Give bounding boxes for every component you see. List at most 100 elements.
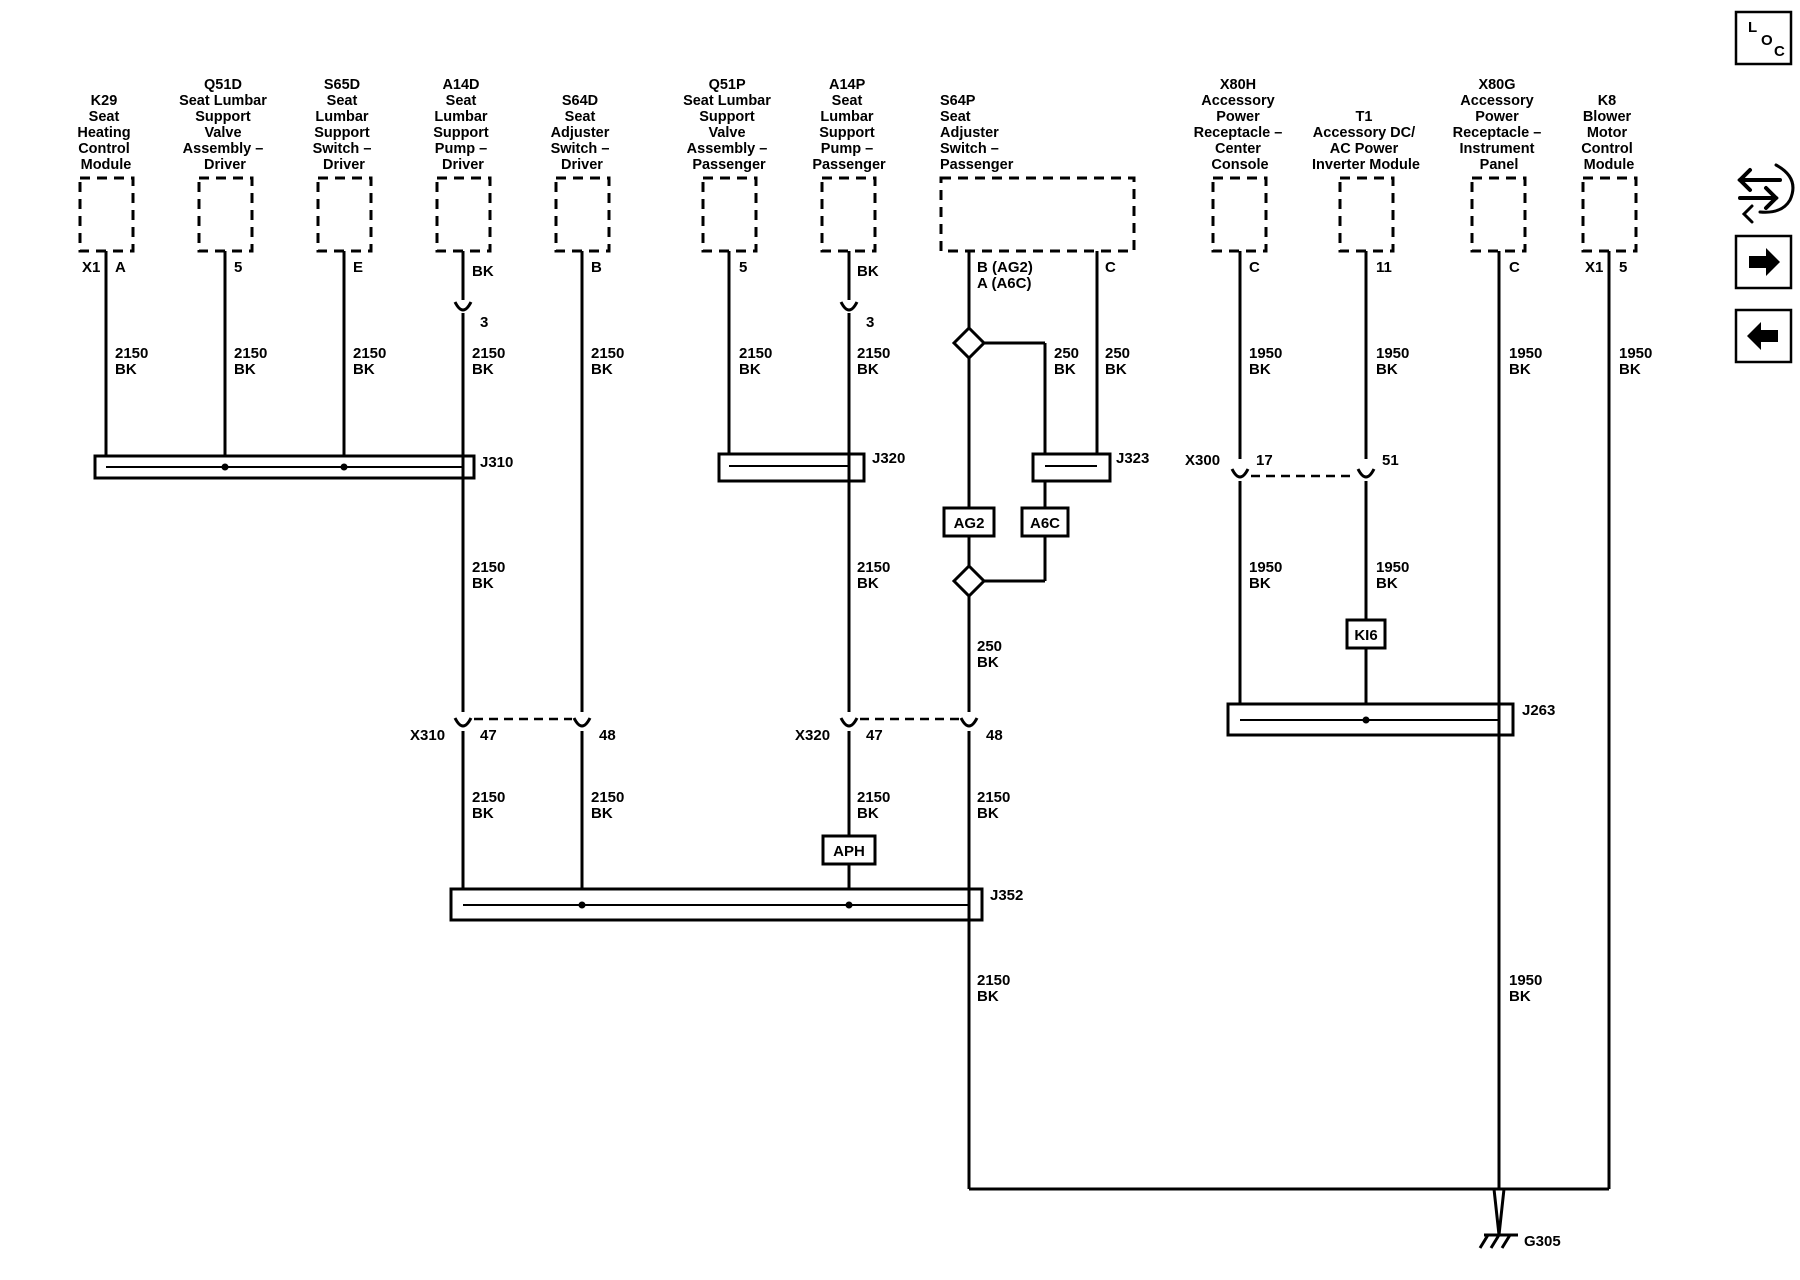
- x300-cavity-51: [1356, 468, 1376, 479]
- option-label-ag2: AG2: [954, 515, 985, 532]
- wire-label-x320-47-color: BK: [857, 805, 879, 822]
- ground-symbol-hatch-3: [1500, 1234, 1512, 1249]
- ground-lead: [1492, 1188, 1506, 1236]
- wire-harness-icon[interactable]: [1737, 163, 1795, 224]
- connector-label-x320: X320: [795, 727, 830, 744]
- wire-label-x310-47-color: BK: [472, 805, 494, 822]
- wire-label-a14d-color: BK: [472, 361, 494, 378]
- wire-label-x300-51-gauge: 1950: [1376, 559, 1409, 576]
- wire-label-a14p-mid-gauge: 2150: [857, 559, 890, 576]
- loc-button[interactable]: L O C: [1734, 10, 1793, 66]
- component-title-q51d: Q51D Seat Lumbar Support Valve Assembly …: [179, 77, 271, 173]
- pin-label-k29: A: [115, 259, 126, 276]
- option-label-aph: APH: [833, 843, 865, 860]
- splice-label-j352: J352: [990, 887, 1023, 904]
- loc-button-frame[interactable]: [1734, 10, 1793, 66]
- wire-label-s64p-c-gauge: 250: [1105, 345, 1130, 362]
- pin-label-k8: 5: [1619, 259, 1627, 276]
- wire-label-a14p-mid-color: BK: [857, 575, 879, 592]
- wire-labels: 2150 BK 2150 BK 2150 BK 2150 BK 2150 BK …: [115, 345, 1652, 1005]
- component-title-t1: T1 Accessory DC/ AC Power Inverter Modul…: [1312, 109, 1420, 173]
- pin-label-t1: 11: [1376, 259, 1392, 276]
- wire-label-x80h-color: BK: [1249, 361, 1271, 378]
- wire-label-k8-color: BK: [1619, 361, 1641, 378]
- wire-label-x80g-gauge: 1950: [1509, 345, 1542, 362]
- wire-label-x300-17-color: BK: [1249, 575, 1271, 592]
- component-title-s64d: S64D Seat Adjuster Switch – Driver: [551, 93, 614, 173]
- connector-pin-x310-47: 47: [480, 727, 497, 744]
- option-label-a6c: A6C: [1030, 515, 1060, 532]
- wire-label-k29-color: BK: [115, 361, 137, 378]
- component-title-x80g: X80G Accessory Power Receptacle – Instru…: [1453, 77, 1546, 173]
- component-title-s64p: S64P Seat Adjuster Switch – Passenger: [940, 93, 1014, 173]
- splice-label-j263: J263: [1522, 702, 1555, 719]
- x310-cavity-48: [572, 717, 592, 728]
- splice-j310-node-1: [221, 463, 229, 471]
- inline-connector-a14d: [453, 301, 473, 312]
- wire-label-x310-48-color: BK: [591, 805, 613, 822]
- arrow-left-icon: [1747, 322, 1778, 350]
- splice-label-j310: J310: [480, 454, 513, 471]
- wire-label-a14d-mid-color: BK: [472, 575, 494, 592]
- pin-label-s64d: B: [591, 259, 602, 276]
- wire-label-s64p-c-color: BK: [1105, 361, 1127, 378]
- component-title-x80h: X80H Accessory Power Receptacle – Center…: [1194, 77, 1287, 173]
- loc-letter-l: L: [1748, 19, 1757, 36]
- wire-label-x300-51-color: BK: [1376, 575, 1398, 592]
- component-title-q51p: Q51P Seat Lumbar Support Valve Assembly …: [683, 77, 775, 173]
- wire-label-ground-x80g-color: BK: [1509, 988, 1531, 1005]
- component-box-x80g: [1470, 176, 1527, 253]
- wire-label-s64p-a6c-color: BK: [1054, 361, 1076, 378]
- inline-connector-a14p: [839, 301, 859, 312]
- wire-label-k8-gauge: 1950: [1619, 345, 1652, 362]
- component-box-a14p: [820, 176, 877, 253]
- ground-symbol-hatch-1: [1478, 1234, 1490, 1249]
- pin-label-s64p-c: C: [1105, 259, 1116, 276]
- wire-label-x310-47-gauge: 2150: [472, 789, 505, 806]
- component-box-a14d: [435, 176, 492, 253]
- previous-button[interactable]: [1734, 308, 1793, 364]
- loc-letter-o: O: [1761, 32, 1773, 49]
- wire-label-a14d-gauge: 2150: [472, 345, 505, 362]
- pin-label-k8-connector: X1: [1585, 259, 1603, 276]
- splice-label-j320: J320: [872, 450, 905, 467]
- connector-label-x310: X310: [410, 727, 445, 744]
- wire-label-s64p-mid-gauge: 250: [977, 638, 1002, 655]
- connector-label-x300: X300: [1185, 452, 1220, 469]
- pin-label-s64p-b: B (AG2): [977, 259, 1033, 276]
- loc-letter-c: C: [1774, 43, 1785, 60]
- wire-label-x310-48-gauge: 2150: [591, 789, 624, 806]
- component-box-s65d: [316, 176, 373, 253]
- wire-label-k29-gauge: 2150: [115, 345, 148, 362]
- splice-label-j323: J323: [1116, 450, 1149, 467]
- next-button[interactable]: [1734, 234, 1793, 290]
- component-box-x80h: [1211, 176, 1268, 253]
- option-split-lower: [951, 563, 987, 599]
- pin-label-s64p-a: A (A6C): [977, 275, 1031, 292]
- wire-label-q51d-gauge: 2150: [234, 345, 267, 362]
- x320-cavity-48: [959, 717, 979, 728]
- component-box-t1: [1338, 176, 1395, 253]
- wire-label-q51p-gauge: 2150: [739, 345, 772, 362]
- x300-cavity-17: [1230, 468, 1250, 479]
- pin-label-s65d: E: [353, 259, 363, 276]
- component-box-q51p: [701, 176, 758, 253]
- option-label-ki6: KI6: [1354, 627, 1377, 644]
- wire-label-s64p-a6c-gauge: 250: [1054, 345, 1079, 362]
- splice-j310-node-2: [340, 463, 348, 471]
- harness-button[interactable]: [1737, 163, 1795, 224]
- component-title-s65d: S65D Seat Lumbar Support Switch – Driver: [313, 77, 376, 173]
- wire-label-s65d-color: BK: [353, 361, 375, 378]
- wire-label-x320-48-gauge: 2150: [977, 789, 1010, 806]
- wire-label-x80h-gauge: 1950: [1249, 345, 1282, 362]
- pin-label-q51p: 5: [739, 259, 747, 276]
- inline-pin-a14p: 3: [866, 314, 874, 331]
- connector-pin-x320-48: 48: [986, 727, 1003, 744]
- ground-symbol-hatch-2: [1489, 1234, 1501, 1249]
- wire-label-x300-17-gauge: 1950: [1249, 559, 1282, 576]
- component-title-a14d: A14D Seat Lumbar Support Pump – Driver: [433, 77, 493, 173]
- component-title-k29: K29 Seat Heating Control Module: [77, 93, 134, 173]
- pin-label-k29-connector: X1: [82, 259, 100, 276]
- wire-label-q51p-color: BK: [739, 361, 761, 378]
- splice-j352-node-1: [578, 901, 586, 909]
